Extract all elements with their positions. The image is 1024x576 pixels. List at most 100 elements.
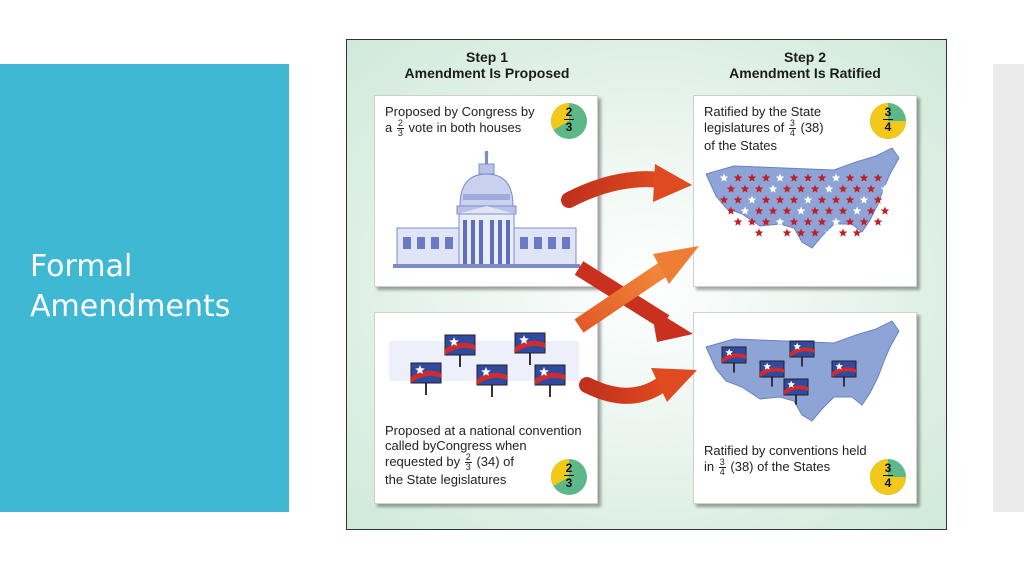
- star-icon: [719, 195, 729, 204]
- star-icon: [719, 217, 729, 226]
- map-signs: [721, 340, 857, 405]
- signs: [410, 332, 566, 397]
- star-icon: [449, 337, 459, 346]
- step-1-heading: Step 1 Amendment Is Proposed: [377, 49, 597, 81]
- star-icon: [845, 173, 855, 182]
- flag-sign-icon: [476, 364, 508, 397]
- star-icon: [768, 228, 778, 237]
- star-icon: [803, 173, 813, 182]
- star-icon: [859, 173, 869, 182]
- star-icon: [880, 206, 890, 215]
- star-icon: [803, 217, 813, 226]
- star-icon: [768, 206, 778, 215]
- star-icon: [789, 173, 799, 182]
- flag-sign-icon: [789, 340, 815, 367]
- star-grid: [719, 173, 890, 237]
- star-icon: [838, 184, 848, 193]
- star-icon: [539, 367, 549, 376]
- star-icon: [845, 195, 855, 204]
- flag-sign-icon: [534, 364, 566, 397]
- star-icon: [824, 206, 834, 215]
- star-icon: [733, 217, 743, 226]
- star-icon: [835, 362, 843, 370]
- star-icon: [747, 173, 757, 182]
- star-icon: [789, 217, 799, 226]
- star-icon: [775, 173, 785, 182]
- star-icon: [733, 173, 743, 182]
- star-icon: [831, 217, 841, 226]
- star-icon: [725, 348, 733, 356]
- star-icon: [838, 206, 848, 215]
- card-conventions-ratify-line-1: Ratified by conventions held: [704, 443, 867, 458]
- flag-sign-icon: [514, 332, 546, 365]
- star-icon: [789, 195, 799, 204]
- card-legislatures-line-3: of the States: [704, 138, 777, 153]
- star-icon: [810, 184, 820, 193]
- star-icon: [831, 173, 841, 182]
- star-icon: [880, 184, 890, 193]
- star-icon: [768, 184, 778, 193]
- star-icon: [740, 206, 750, 215]
- star-icon: [838, 228, 848, 237]
- step-2-label: Step 2: [783, 49, 826, 65]
- title-panel: Formal Amendments: [0, 64, 289, 512]
- star-icon: [754, 206, 764, 215]
- star-icon: [787, 380, 795, 388]
- star-icon: [761, 217, 771, 226]
- star-icon: [824, 184, 834, 193]
- right-decor-strip: [993, 64, 1024, 512]
- step-2-title: Amendment Is Ratified: [729, 65, 881, 81]
- star-icon: [761, 173, 771, 182]
- card-convention-line-2: called byCongress when: [385, 438, 527, 453]
- star-icon: [810, 228, 820, 237]
- star-icon: [775, 195, 785, 204]
- star-icon: [866, 184, 876, 193]
- star-icon: [754, 184, 764, 193]
- star-icon: [810, 206, 820, 215]
- slide-title: Formal Amendments: [30, 247, 230, 327]
- star-icon: [824, 228, 834, 237]
- step-1-title: Amendment Is Proposed: [404, 65, 570, 81]
- star-icon: [852, 228, 862, 237]
- star-icon: [747, 195, 757, 204]
- star-icon: [793, 342, 801, 350]
- flag-sign-icon: [721, 346, 747, 373]
- card-convention-text: Proposed at a national convention called…: [385, 423, 582, 487]
- amendment-process-diagram: Step 1 Amendment Is Proposed Step 2 Amen…: [346, 39, 947, 530]
- flag-sign-icon: [831, 360, 857, 387]
- flag-sign-icon: [444, 334, 476, 367]
- star-icon: [782, 206, 792, 215]
- flag-sign-icon: [783, 378, 809, 405]
- star-icon: [859, 195, 869, 204]
- star-icon: [873, 195, 883, 204]
- star-icon: [726, 206, 736, 215]
- star-icon: [817, 173, 827, 182]
- star-icon: [782, 228, 792, 237]
- flag-sign-icon: [759, 360, 785, 387]
- star-icon: [519, 335, 529, 344]
- star-icon: [733, 195, 743, 204]
- step-2-heading: Step 2 Amendment Is Ratified: [695, 49, 915, 81]
- card-legislatures-line-1: Ratified by the State: [704, 104, 822, 119]
- card-proposed-by-convention: Proposed at a national convention called…: [374, 312, 598, 504]
- signs-group: [389, 341, 579, 381]
- step-1-label: Step 1: [465, 49, 508, 65]
- arrow-convention-to-conventions: [579, 368, 697, 404]
- star-icon: [845, 217, 855, 226]
- star-icon: [796, 228, 806, 237]
